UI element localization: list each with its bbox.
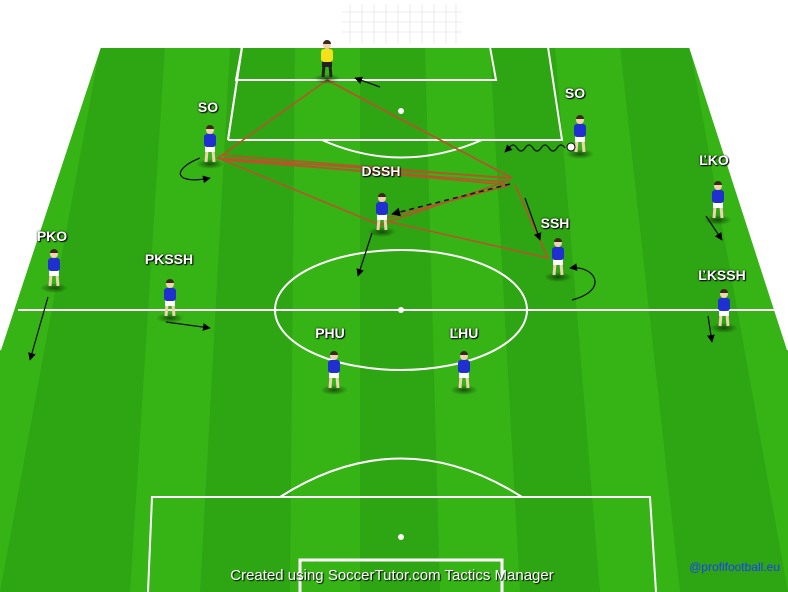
credit-link[interactable]: @profifootball.eu: [689, 560, 780, 574]
goal-top: [338, 0, 466, 48]
center-spot: [398, 307, 404, 313]
player-pko: [40, 249, 68, 293]
player-ssh: [544, 238, 572, 282]
goalkeeper: [313, 40, 341, 84]
penalty-arc-top: [321, 139, 483, 159]
penalty-spot-bottom: [398, 534, 404, 540]
player-lko: [704, 181, 732, 225]
player-label-dssh: DSSH: [361, 163, 401, 179]
player-label-lkssh: ĽKSSH: [698, 267, 746, 283]
player-lkssh: [710, 289, 738, 333]
player-label-lhu: ĽHU: [449, 325, 479, 341]
players: [40, 40, 738, 395]
player-label-phu: PHU: [315, 325, 345, 341]
penalty-area-bottom: [147, 496, 657, 592]
player-dssh: [368, 193, 396, 237]
dribble-arrow: [504, 144, 566, 153]
player-pkssh: [156, 279, 184, 323]
player-so-left: [196, 125, 224, 169]
player-label-pkssh: PKSSH: [144, 251, 194, 267]
player-so-right: [566, 115, 594, 159]
player-label-so-right: SO: [564, 85, 586, 101]
ball: [566, 142, 576, 152]
penalty-area-top: [227, 46, 564, 141]
goal-bottom: [298, 558, 504, 592]
player-label-lko: ĽKO: [699, 152, 729, 168]
player-label-pko: PKO: [36, 228, 68, 244]
player-label-so-left: SO: [197, 99, 219, 115]
player-label-ssh: SSH: [540, 215, 570, 231]
passing-network: [215, 79, 550, 260]
player-phu: [320, 351, 348, 395]
player-lhu: [450, 351, 478, 395]
center-circle: [274, 249, 528, 371]
penalty-spot-top: [398, 108, 404, 114]
penalty-arc-bottom: [279, 457, 523, 498]
footer-watermark: Created using SoccerTutor.com Tactics Ma…: [230, 567, 554, 584]
dashed-pass-arrow: [391, 183, 511, 217]
